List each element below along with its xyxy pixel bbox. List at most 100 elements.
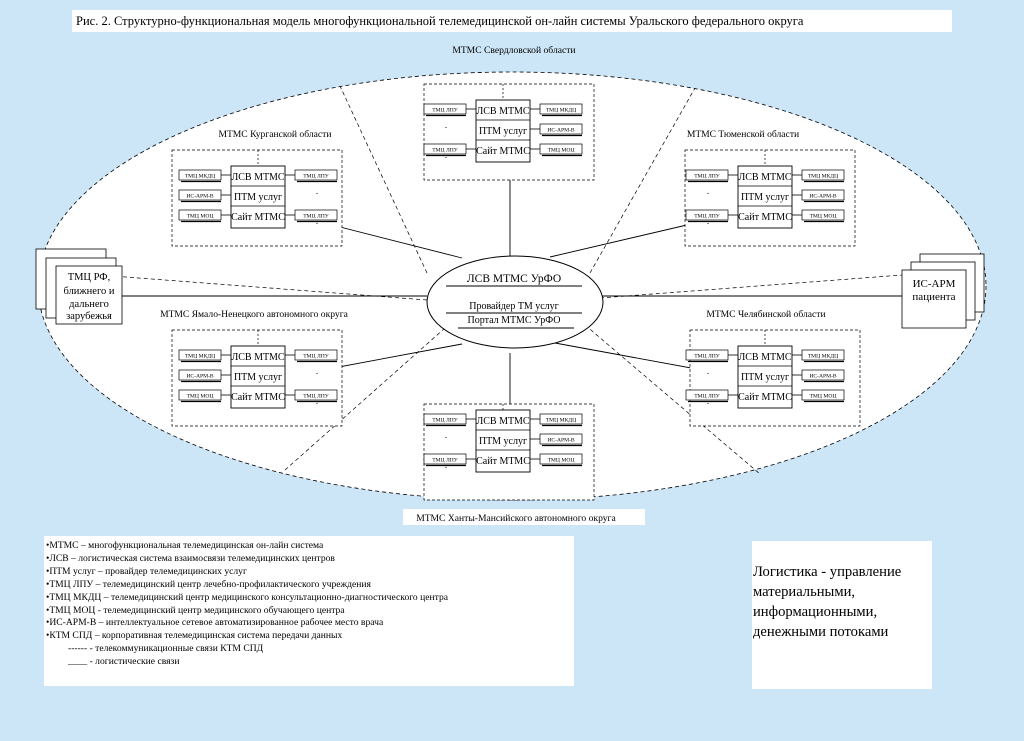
cluster-lpu-label: ТМЦ ЛПУ xyxy=(303,174,329,180)
cluster-isarm-label: ИС-АРМ-В xyxy=(809,194,837,200)
cluster-ellipsis: . xyxy=(316,216,318,226)
cluster-isarm-label: ИС-АРМ-В xyxy=(809,374,837,380)
center-hub xyxy=(426,255,604,349)
region-label-khanty: МТМС Ханты-Мансийского автономного округ… xyxy=(416,513,616,524)
region-label-kurgan: МТМС Курганской области xyxy=(218,129,331,140)
figure-caption: Рис. 2. Структурно-функциональная модель… xyxy=(72,10,952,32)
cluster-lsv-label: ЛСВ МТМС xyxy=(231,172,284,183)
logistics-definition: Логистика - управление материальными, ин… xyxy=(752,541,932,689)
cluster-lpu-label: ТМЦ ЛПУ xyxy=(303,394,329,400)
cluster-site-label: Сайт МТМС xyxy=(476,146,530,157)
cluster-mkdc-label: ТМЦ МКДЦ xyxy=(185,354,215,360)
cluster-lsv-label: ЛСВ МТМС xyxy=(476,416,529,427)
cluster-core-block xyxy=(230,165,286,229)
cluster-lpu-label: ТМЦ ЛПУ xyxy=(303,354,329,360)
cluster-ellipsis: . xyxy=(445,460,447,470)
cluster-mkdc-label: ТМЦ МКДЦ xyxy=(808,174,838,180)
cluster-ptm-label: ПТМ услуг xyxy=(741,372,789,383)
cluster-site-label: Сайт МТМС xyxy=(231,212,285,223)
center-hub-provider: Провайдер ТМ услуг xyxy=(469,301,559,312)
cluster-core-block xyxy=(475,99,531,163)
cluster-core-block xyxy=(230,345,286,409)
legend-item: •ЛСВ – логистическая система взаимосвязи… xyxy=(46,552,335,564)
cluster-core-block xyxy=(475,409,531,473)
legend-line-dashed: ------ - телекоммуникационные связи КТМ … xyxy=(68,643,264,655)
cluster-moc-label: ТМЦ МОЦ xyxy=(187,214,214,220)
external-centers-stack: ТМЦ РФ, ближнего и дальнего зарубежья xyxy=(35,248,123,325)
cluster-site-label: Сайт МТМС xyxy=(738,392,792,403)
cluster-ptm-label: ПТМ услуг xyxy=(234,192,282,203)
region-label-chelyabinsk: МТМС Челябинской области xyxy=(706,309,825,320)
cluster-moc-label: ТМЦ МОЦ xyxy=(810,394,837,400)
cluster-site-label: Сайт МТМС xyxy=(476,456,530,467)
region-label-tyumen: МТМС Тюменской области xyxy=(687,129,799,140)
legend-item: •КТМ СПД – корпоративная телемедицинская… xyxy=(46,630,343,642)
legend-line-solid: ____ - логистические связи xyxy=(68,656,180,668)
legend-item: •ИС-АРМ-В – интеллектуальное сетевое авт… xyxy=(46,617,384,629)
region-label-sverdlovsk: МТМС Свердловской области xyxy=(452,45,575,56)
cluster-ellipsis: . xyxy=(445,430,447,440)
cluster-site-label: Сайт МТМС xyxy=(231,392,285,403)
cluster-isarm-label: ИС-АРМ-В xyxy=(547,438,575,444)
cluster-lpu-label: ТМЦ ЛПУ xyxy=(432,148,458,154)
cluster-lpu-label: ТМЦ ЛПУ xyxy=(432,418,458,424)
cluster-ptm-label: ПТМ услуг xyxy=(234,372,282,383)
cluster-ellipsis: . xyxy=(445,150,447,160)
cluster-lpu-label: ТМЦ ЛПУ xyxy=(432,108,458,114)
center-hub-title: ЛСВ МТМС УрФО xyxy=(467,273,561,285)
cluster-ellipsis: . xyxy=(707,216,709,226)
cluster-isarm-label: ИС-АРМ-В xyxy=(186,194,214,200)
cluster-ptm-label: ПТМ услуг xyxy=(479,126,527,137)
cluster-ptm-label: ПТМ услуг xyxy=(479,436,527,447)
bottom-label-background xyxy=(403,509,645,525)
cluster-core-block xyxy=(737,345,793,409)
legend-item: •ПТМ услуг – провайдер телемедицинских у… xyxy=(46,565,247,577)
cluster-lpu-label: ТМЦ ЛПУ xyxy=(694,214,720,220)
sector-dividers xyxy=(59,85,969,475)
cluster-isarm-label: ИС-АРМ-В xyxy=(547,128,575,134)
cluster-lsv-label: ЛСВ МТМС xyxy=(738,172,791,183)
cluster-mkdc-label: ТМЦ МКДЦ xyxy=(546,108,576,114)
cluster-mkdc-label: ТМЦ МКДЦ xyxy=(546,418,576,424)
patient-arm-stack: ИС-АРМ пациента xyxy=(901,253,985,329)
cluster-isarm-label: ИС-АРМ-В xyxy=(186,374,214,380)
cluster-mkdc-label: ТМЦ МКДЦ xyxy=(185,174,215,180)
legend-item: •ТМЦ ЛПУ – телемедицинский центр лечебно… xyxy=(46,578,371,590)
cluster-lsv-label: ЛСВ МТМС xyxy=(738,352,791,363)
external-centers-line-4: зарубежья xyxy=(66,311,112,322)
legend-item: •МТМС – многофункциональная телемедицинс… xyxy=(46,540,324,551)
external-centers-line-1: ТМЦ РФ, xyxy=(68,272,110,283)
cluster-lsv-label: ЛСВ МТМС xyxy=(476,106,529,117)
cluster-moc-label: ТМЦ МОЦ xyxy=(187,394,214,400)
cluster-lpu-label: ТМЦ ЛПУ xyxy=(303,214,329,220)
external-centers-line-2: ближнего и xyxy=(63,286,114,297)
cluster-ptm-label: ПТМ услуг xyxy=(741,192,789,203)
legend-item: •ТМЦ МОЦ - телемедицинский центр медицин… xyxy=(46,604,345,616)
cluster-ellipsis: . xyxy=(707,396,709,406)
cluster-lsv-label: ЛСВ МТМС xyxy=(231,352,284,363)
cluster-ellipsis: . xyxy=(316,396,318,406)
patient-arm-line-1: ИС-АРМ xyxy=(913,278,956,290)
cluster-ellipsis: . xyxy=(316,366,318,376)
cluster-moc-label: ТМЦ МОЦ xyxy=(810,214,837,220)
cluster-lpu-label: ТМЦ ЛПУ xyxy=(432,458,458,464)
cluster-lpu-label: ТМЦ ЛПУ xyxy=(694,354,720,360)
legend-panel: •МТМС – многофункциональная телемедицинс… xyxy=(44,536,574,686)
cluster-ellipsis: . xyxy=(316,186,318,196)
center-hub-portal: Портал МТМС УрФО xyxy=(468,315,561,326)
cluster-site-label: Сайт МТМС xyxy=(738,212,792,223)
cluster-lpu-label: ТМЦ ЛПУ xyxy=(694,394,720,400)
cluster-ellipsis: . xyxy=(707,186,709,196)
cluster-lpu-label: ТМЦ ЛПУ xyxy=(694,174,720,180)
cluster-core-block xyxy=(737,165,793,229)
external-centers-line-3: дальнего xyxy=(69,299,109,310)
cluster-mkdc-label: ТМЦ МКДЦ xyxy=(808,354,838,360)
patient-arm-line-2: пациента xyxy=(912,291,955,303)
